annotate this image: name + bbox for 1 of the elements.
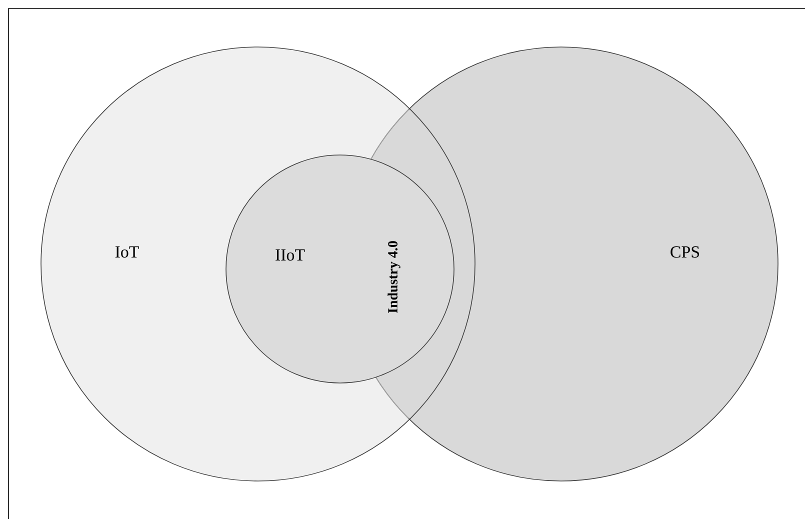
region-label: Industry 4.0 bbox=[388, 241, 400, 313]
